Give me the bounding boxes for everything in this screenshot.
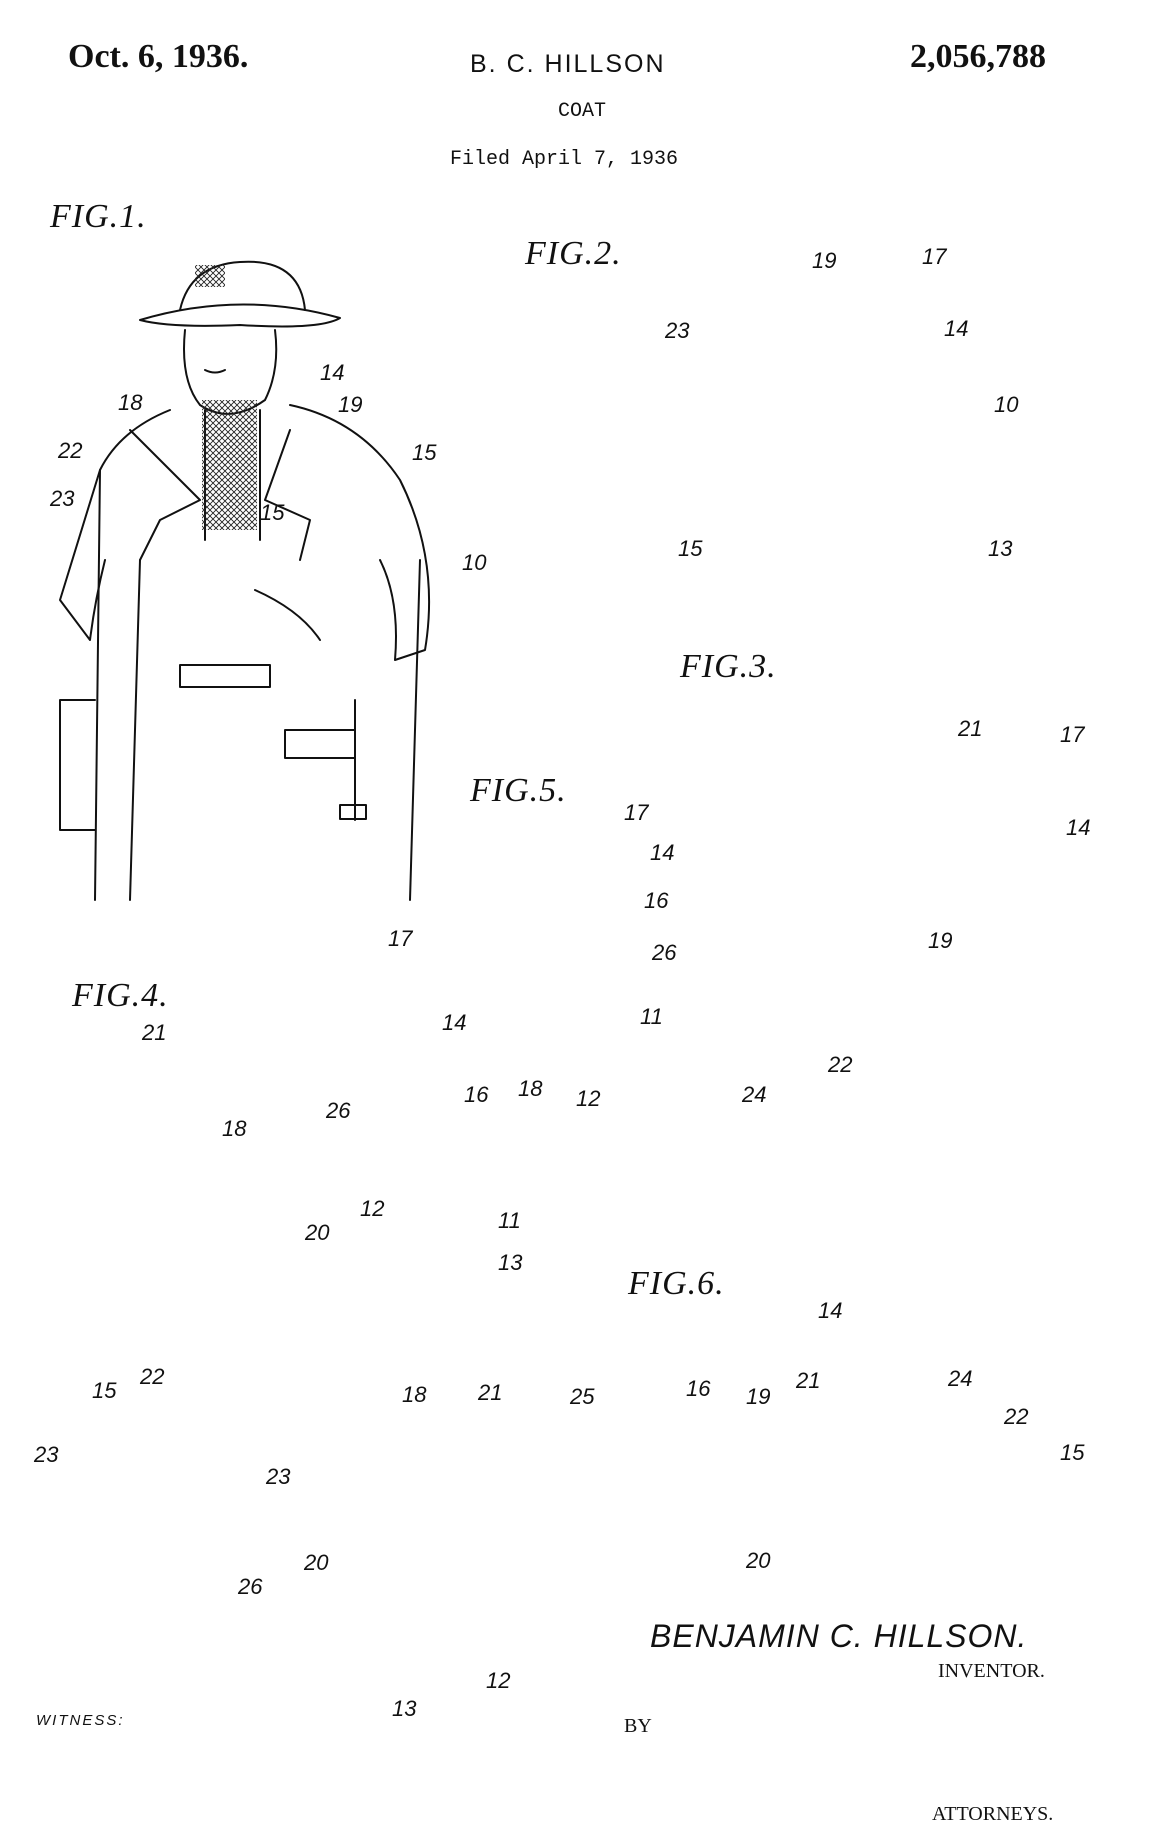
fig6-label: FIG.6. bbox=[628, 1265, 725, 1302]
ref-numeral: 19 bbox=[812, 248, 837, 273]
patent-title: COAT bbox=[558, 100, 607, 123]
ref-numeral: 22 bbox=[58, 438, 83, 463]
ref-numeral: 15 bbox=[412, 440, 437, 465]
ref-numeral: 14 bbox=[944, 316, 969, 341]
ref-numeral: 23 bbox=[266, 1464, 291, 1489]
ref-numeral: 23 bbox=[34, 1442, 59, 1467]
ref-numeral: 20 bbox=[746, 1548, 771, 1573]
filed-date: Filed April 7, 1936 bbox=[450, 148, 679, 171]
ref-numeral: 18 bbox=[402, 1382, 427, 1407]
inventor-full-name: BENJAMIN C. HILLSON. bbox=[650, 1618, 1028, 1654]
ref-numeral: 14 bbox=[320, 360, 345, 385]
witness-label: WITNESS: bbox=[36, 1712, 125, 1729]
ref-numeral: 13 bbox=[498, 1250, 523, 1275]
ref-numeral: 16 bbox=[686, 1376, 711, 1401]
ref-numeral: 11 bbox=[498, 1208, 521, 1233]
ref-numeral: 16 bbox=[464, 1082, 489, 1107]
ref-numeral: 18 bbox=[518, 1076, 543, 1101]
ref-numeral: 14 bbox=[1066, 815, 1091, 840]
ref-numeral: 23 bbox=[50, 486, 75, 511]
ref-numeral: 21 bbox=[796, 1368, 821, 1393]
inventor-label: INVENTOR. bbox=[938, 1660, 1045, 1682]
ref-numeral: 12 bbox=[360, 1196, 385, 1221]
fig1-label: FIG.1. bbox=[50, 198, 147, 235]
attorneys-label: ATTORNEYS. bbox=[932, 1803, 1054, 1825]
ref-numeral: 22 bbox=[1004, 1404, 1029, 1429]
ref-numeral: 17 bbox=[1060, 722, 1085, 747]
ref-numeral: 10 bbox=[462, 550, 487, 575]
ref-numeral: 15 bbox=[92, 1378, 117, 1403]
ref-numeral: 12 bbox=[486, 1668, 511, 1693]
ref-numeral: 17 bbox=[624, 800, 649, 825]
ref-numeral: 13 bbox=[392, 1696, 417, 1721]
ref-numeral: 14 bbox=[818, 1298, 843, 1323]
fig3-label: FIG.3. bbox=[680, 648, 777, 685]
ref-numeral: 26 bbox=[238, 1574, 263, 1599]
ref-numeral: 22 bbox=[140, 1364, 165, 1389]
ref-numeral: 18 bbox=[222, 1116, 247, 1141]
ref-numeral: 14 bbox=[650, 840, 675, 865]
patent-number: 2,056,788 bbox=[910, 38, 1046, 75]
ref-numeral: 12 bbox=[576, 1086, 601, 1111]
ref-numeral: 20 bbox=[304, 1550, 329, 1575]
ref-numeral: 14 bbox=[442, 1010, 467, 1035]
fig5-label: FIG.5. bbox=[470, 772, 567, 809]
ref-numeral: 13 bbox=[988, 536, 1013, 561]
ref-numeral: 21 bbox=[478, 1380, 503, 1405]
ref-numeral: 21 bbox=[958, 716, 983, 741]
inventor-name-header: B. C. HILLSON bbox=[470, 50, 666, 78]
by-label: BY bbox=[624, 1715, 652, 1737]
patent-date: Oct. 6, 1936. bbox=[68, 38, 249, 75]
ref-numeral: 26 bbox=[326, 1098, 351, 1123]
ref-numeral: 25 bbox=[570, 1384, 595, 1409]
ref-numeral: 19 bbox=[928, 928, 953, 953]
ref-numeral: 21 bbox=[142, 1020, 167, 1045]
ref-numeral: 19 bbox=[746, 1384, 771, 1409]
ref-numeral: 24 bbox=[948, 1366, 973, 1391]
ref-numeral: 24 bbox=[742, 1082, 767, 1107]
fig2-label: FIG.2. bbox=[525, 235, 622, 272]
ref-numeral: 20 bbox=[305, 1220, 330, 1245]
ref-numeral: 15 bbox=[678, 536, 703, 561]
ref-numeral: 18 bbox=[118, 390, 143, 415]
fig1-drawing bbox=[59, 260, 431, 901]
ref-numeral: 15 bbox=[260, 500, 285, 525]
ref-numeral: 17 bbox=[388, 926, 413, 951]
ref-numeral: 26 bbox=[652, 940, 677, 965]
fig4-label: FIG.4. bbox=[72, 977, 169, 1014]
ref-numeral: 16 bbox=[644, 888, 669, 913]
ref-numeral: 19 bbox=[338, 392, 363, 417]
ref-numeral: 22 bbox=[828, 1052, 853, 1077]
ref-numeral: 23 bbox=[665, 318, 690, 343]
ref-numeral: 17 bbox=[922, 244, 947, 269]
ref-numeral: 11 bbox=[640, 1004, 663, 1029]
ref-numeral: 15 bbox=[1060, 1440, 1085, 1465]
ref-numeral: 10 bbox=[994, 392, 1019, 417]
